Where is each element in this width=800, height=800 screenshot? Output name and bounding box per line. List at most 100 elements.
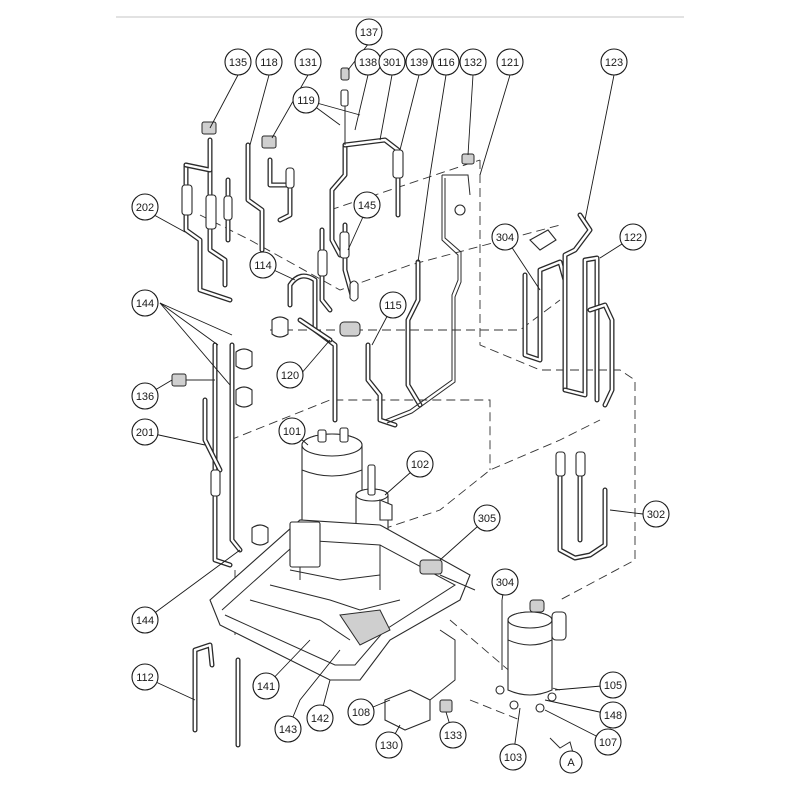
base-pan <box>209 519 476 681</box>
svg-text:115: 115 <box>384 300 402 312</box>
svg-text:135: 135 <box>229 57 247 69</box>
callout-304-bottom: 304 <box>491 568 519 596</box>
callout-137: 137 <box>355 18 383 46</box>
callout-102: 102 <box>406 450 434 478</box>
callout-141: 141 <box>252 672 280 700</box>
clip-304 <box>529 229 557 251</box>
pipe-assembly-202 <box>181 137 233 303</box>
pipe-118 <box>245 142 265 253</box>
callout-107: 107 <box>594 728 622 756</box>
callout-201: 201 <box>131 418 159 446</box>
svg-text:123: 123 <box>605 57 623 69</box>
svg-text:301: 301 <box>383 57 401 69</box>
svg-text:114: 114 <box>254 260 272 272</box>
callout-301: 301 <box>378 48 406 76</box>
svg-text:112: 112 <box>136 672 154 684</box>
pipe-302 <box>555 451 608 561</box>
svg-text:132: 132 <box>464 57 482 69</box>
svg-text:136: 136 <box>136 391 154 403</box>
svg-text:133: 133 <box>444 730 462 742</box>
pipe-121 <box>384 153 475 424</box>
clips-145 <box>235 316 289 408</box>
sensor-136 <box>171 373 215 387</box>
svg-text:122: 122 <box>624 232 642 244</box>
callout-A: A <box>559 750 583 774</box>
callout-119: 119 <box>292 86 320 114</box>
callout-304-top: 304 <box>491 223 519 251</box>
callout-101: 101 <box>278 417 306 445</box>
svg-text:131: 131 <box>299 57 317 69</box>
callout-142: 142 <box>306 704 334 732</box>
callout-105: 105 <box>599 671 627 699</box>
callout-122: 122 <box>619 223 647 251</box>
svg-text:143: 143 <box>279 724 297 736</box>
callout-112: 112 <box>131 663 159 691</box>
callout-143: 143 <box>274 715 302 743</box>
svg-text:145: 145 <box>358 200 376 212</box>
svg-text:305: 305 <box>478 513 496 525</box>
callout-121: 121 <box>496 48 524 76</box>
callout-116: 116 <box>432 48 460 76</box>
svg-text:116: 116 <box>437 57 455 69</box>
pipe-assembly-201 <box>202 342 269 568</box>
pipe-116 <box>405 259 423 408</box>
callout-131: 131 <box>294 48 322 76</box>
pipe-115 <box>365 342 398 428</box>
callout-305: 305 <box>473 504 501 532</box>
callout-130: 130 <box>375 731 403 759</box>
pipe-112 <box>192 642 241 748</box>
part-133 <box>439 699 453 713</box>
svg-text:144: 144 <box>136 298 154 310</box>
pipe-assembly-122 <box>522 212 615 408</box>
svg-text:202: 202 <box>136 202 154 214</box>
callout-139: 139 <box>405 48 433 76</box>
pipe-120 <box>297 317 361 343</box>
svg-text:302: 302 <box>647 509 665 521</box>
callout-145: 145 <box>353 191 381 219</box>
svg-text:A: A <box>567 757 575 769</box>
svg-text:144: 144 <box>136 615 154 627</box>
callout-144-upper: 144 <box>131 289 159 317</box>
svg-text:148: 148 <box>604 710 622 722</box>
pipe-114 <box>287 273 338 423</box>
svg-text:130: 130 <box>380 740 398 752</box>
callout-123: 123 <box>600 48 628 76</box>
svg-text:102: 102 <box>411 459 429 471</box>
svg-text:103: 103 <box>504 752 522 764</box>
compressor-103 <box>495 599 567 713</box>
callout-302: 302 <box>642 500 670 528</box>
pipe-131 <box>261 135 295 223</box>
callout-103: 103 <box>499 743 527 771</box>
svg-text:119: 119 <box>297 95 315 107</box>
pipe-assembly-301 <box>329 67 404 258</box>
svg-text:142: 142 <box>311 713 329 725</box>
svg-text:108: 108 <box>352 707 370 719</box>
callout-108: 108 <box>347 698 375 726</box>
svg-text:107: 107 <box>599 737 617 749</box>
callout-135: 135 <box>224 48 252 76</box>
callout-138: 138 <box>354 48 382 76</box>
svg-text:101: 101 <box>283 426 301 438</box>
pipe-assembly-145 <box>317 222 359 313</box>
callout-148: 148 <box>599 701 627 729</box>
svg-text:121: 121 <box>501 57 519 69</box>
svg-text:137: 137 <box>360 27 378 39</box>
sensor-135 <box>201 121 217 135</box>
svg-text:118: 118 <box>260 57 278 69</box>
callout-118: 118 <box>255 48 283 76</box>
svg-text:120: 120 <box>281 370 299 382</box>
bracket-130 <box>384 629 456 731</box>
svg-text:141: 141 <box>257 681 275 693</box>
svg-text:138: 138 <box>359 57 377 69</box>
svg-text:201: 201 <box>136 427 154 439</box>
callout-144-lower: 144 <box>131 606 159 634</box>
callout-120: 120 <box>276 361 304 389</box>
callout-202: 202 <box>131 193 159 221</box>
callout-115: 115 <box>379 291 407 319</box>
svg-text:304: 304 <box>496 577 514 589</box>
callout-133: 133 <box>439 721 467 749</box>
svg-text:105: 105 <box>604 680 622 692</box>
callout-114: 114 <box>249 251 277 279</box>
svg-text:304: 304 <box>496 232 514 244</box>
